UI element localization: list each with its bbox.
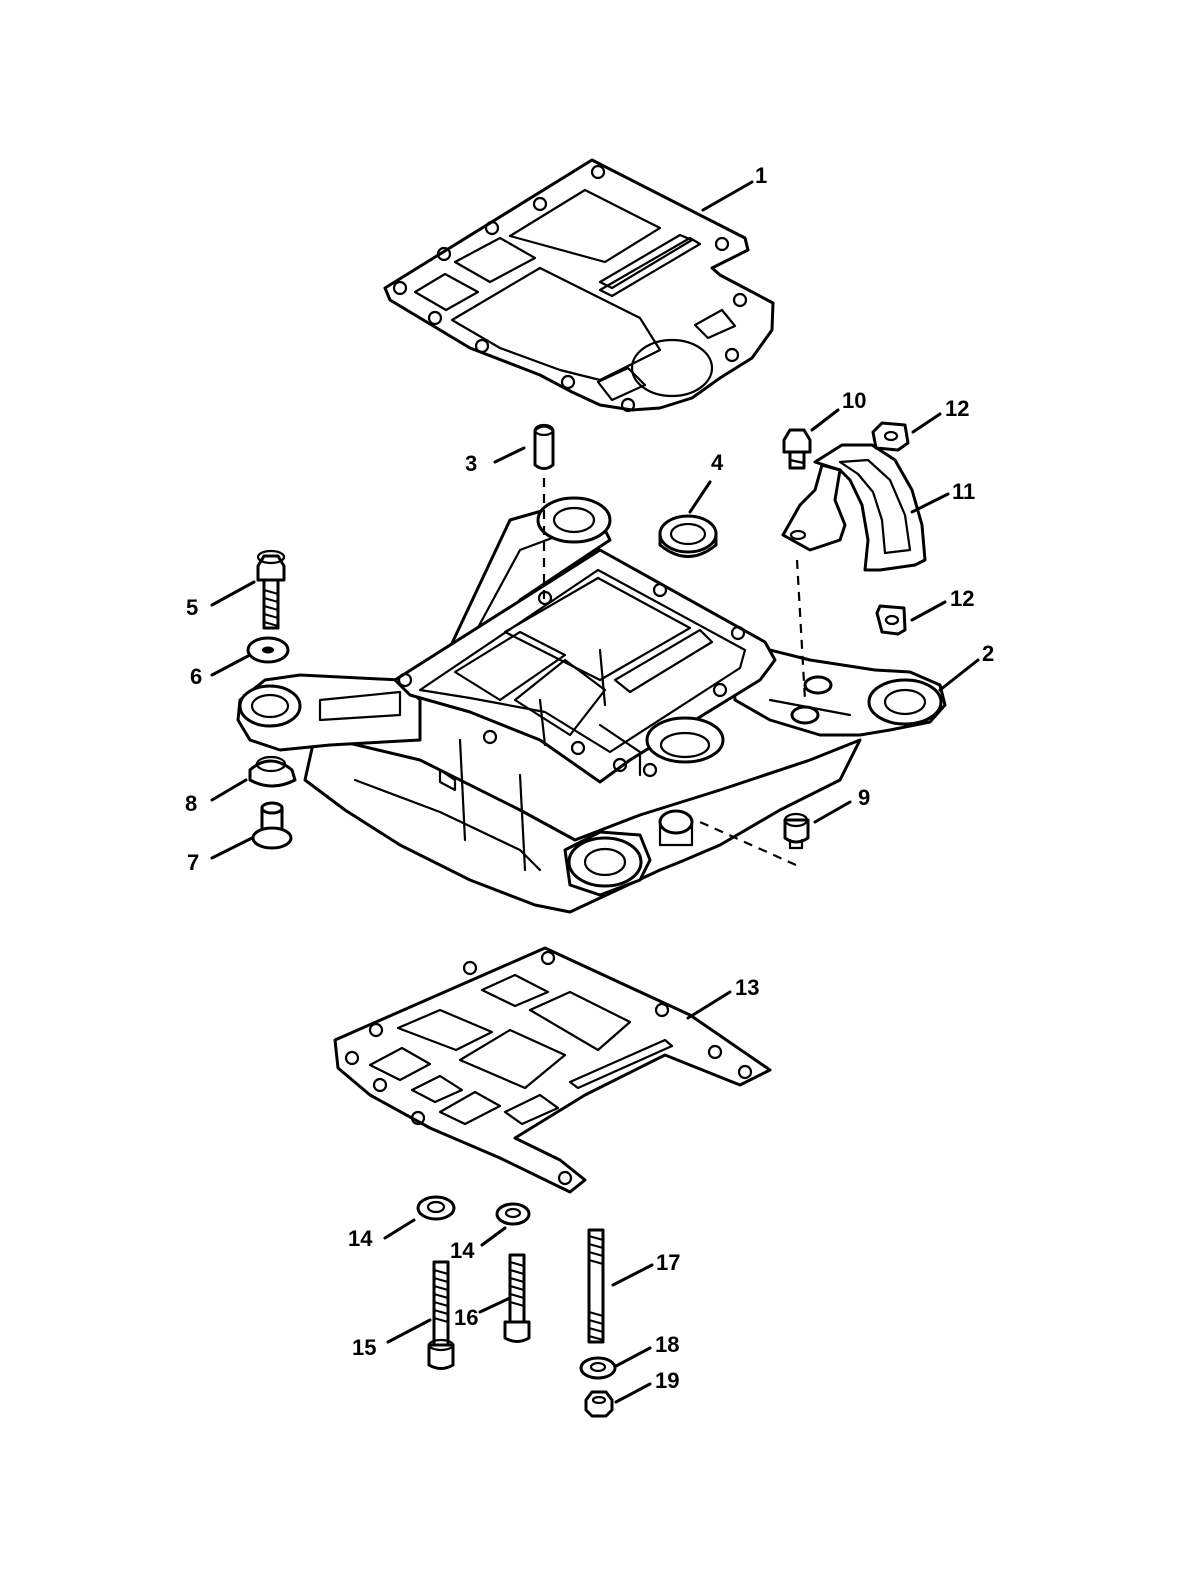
callout-16: 16 [454, 1305, 478, 1330]
callout-labels: 1 2 3 4 5 6 7 8 9 10 11 12 12 13 14 14 1… [185, 163, 994, 1393]
callout-12-bottom: 12 [950, 586, 974, 611]
callout-10: 10 [842, 388, 866, 413]
callout-9: 9 [858, 785, 870, 810]
part-8-rubber-mount [248, 755, 297, 788]
part-7-bushing [251, 801, 293, 850]
part-14-washer-right [495, 1202, 531, 1226]
part-12-nut-bottom [875, 604, 907, 636]
callout-13: 13 [735, 975, 759, 1000]
part-6-washer [246, 636, 290, 664]
part-4-seal [658, 514, 718, 558]
part-11-bracket [781, 443, 927, 572]
part-13-lower-gasket [333, 946, 772, 1194]
part-12-nut-top [871, 421, 910, 452]
callout-7: 7 [187, 850, 199, 875]
part-10-bolt [782, 428, 812, 701]
callout-11: 11 [952, 479, 975, 504]
part-16-screw [503, 1253, 531, 1343]
part-17-stud [587, 1228, 605, 1344]
callout-5: 5 [186, 595, 198, 620]
callout-14-left: 14 [348, 1226, 373, 1251]
callout-8: 8 [185, 791, 197, 816]
callout-15: 15 [352, 1335, 376, 1360]
callout-2: 2 [982, 641, 994, 666]
part-15-screw [427, 1260, 455, 1370]
callout-3: 3 [465, 451, 477, 476]
part-19-nut [584, 1390, 614, 1418]
callout-18: 18 [655, 1332, 679, 1357]
callout-6: 6 [190, 664, 202, 689]
callout-17: 17 [656, 1250, 680, 1275]
leader-lines [210, 180, 980, 1404]
part-1-upper-gasket [383, 158, 775, 413]
part-9-screw [699, 812, 810, 867]
part-2-adapter-plate [236, 496, 947, 914]
part-14-washer-left [416, 1195, 456, 1221]
part-18-washer [579, 1356, 617, 1380]
part-3-dowel-pin [533, 423, 555, 600]
callout-19: 19 [655, 1368, 679, 1393]
callout-14-right: 14 [450, 1238, 475, 1263]
callout-1: 1 [755, 163, 767, 188]
callout-12-top: 12 [945, 396, 969, 421]
part-5-bolt [256, 549, 286, 630]
callout-4: 4 [711, 450, 724, 475]
